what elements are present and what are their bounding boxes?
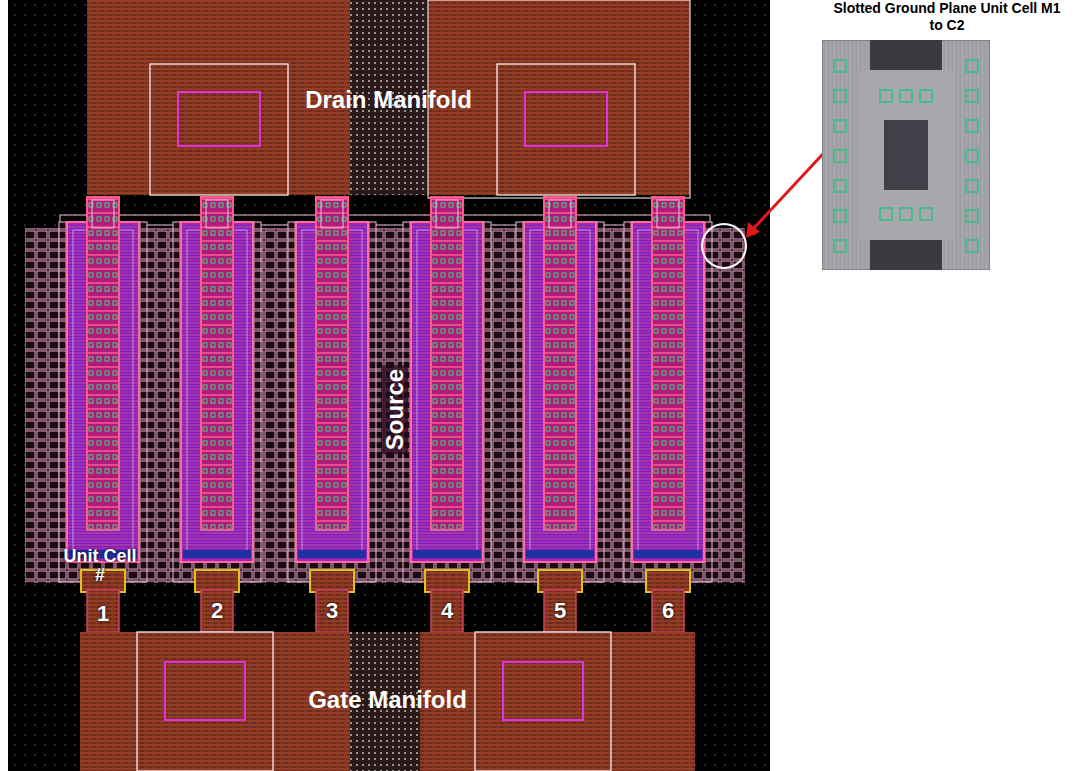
gate-manifold: Gate Manifold xyxy=(80,632,695,771)
callout-number: 4 xyxy=(441,599,453,622)
region-label: Source xyxy=(381,365,408,454)
callout-number: 2 xyxy=(211,599,223,622)
drain-manifold: Drain Manifold xyxy=(87,0,690,195)
inset-heading: Slotted Ground Plane Unit Cell M1 to C2 xyxy=(832,0,1062,34)
inset-image xyxy=(822,40,990,270)
callout-number: 6 xyxy=(662,599,674,622)
unit-cell-label: Unit Cell # xyxy=(60,547,140,585)
manifold-label: Gate Manifold xyxy=(80,686,695,714)
ground-plane-inset: Slotted Ground Plane Unit Cell M1 to C2 xyxy=(822,0,1072,272)
unit-cell-drawing xyxy=(822,40,990,270)
callout-number: 1 xyxy=(97,602,109,625)
callout-number: 5 xyxy=(554,599,566,622)
manifold-label: Drain Manifold xyxy=(87,86,690,114)
callout-number: 3 xyxy=(326,599,338,622)
